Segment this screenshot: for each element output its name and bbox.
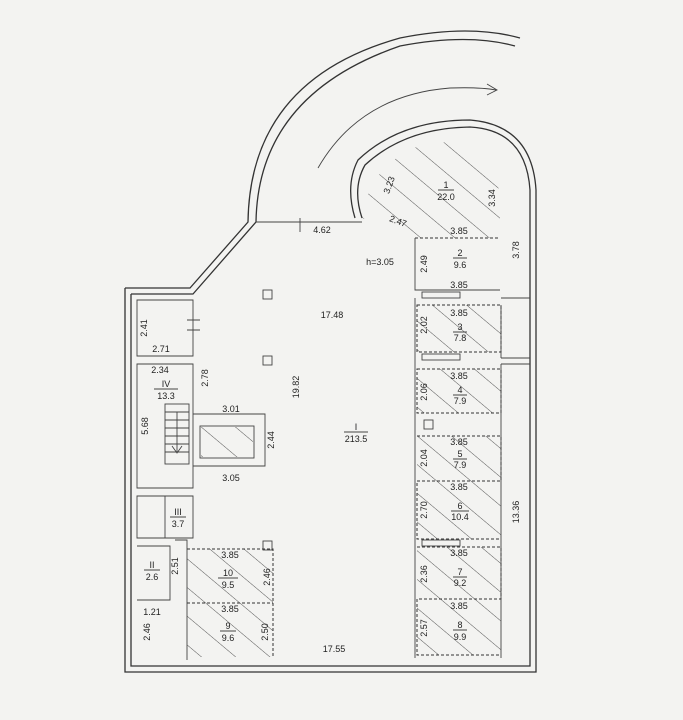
dim-2-34: 2.34 [151,365,169,375]
dim-17-55: 17.55 [323,644,346,654]
dim-2-51: 2.51 [170,557,180,575]
dim-3-85-d: 3.85 [450,371,468,381]
dim-13-36: 13.36 [511,501,521,524]
dim-2-78: 2.78 [200,369,210,387]
interior-walls [136,237,530,660]
room-4-area: 7.9 [454,396,467,406]
dim-3-85-f: 3.85 [450,482,468,492]
dim-2-70: 2.70 [419,501,429,519]
dim-2-44: 2.44 [266,431,276,449]
room-6-number: 6 [457,501,462,511]
room-10-number: 10 [223,568,233,578]
dim-3-85-j: 3.85 [450,601,468,611]
dim-3-85-h: 3.85 [221,550,239,560]
hatched-areas [187,141,501,657]
dim-2-46-b: 2.46 [142,623,152,641]
dim-3-78: 3.78 [511,241,521,259]
room-II-area: 2.6 [146,572,159,582]
dim-3-85-a: 3.85 [450,226,468,236]
room-labels: 1 22.0 2 9.6 3 7.8 4 7.9 5 7.9 6 10.4 7 … [146,180,469,643]
ceiling-height-note: h=3.05 [366,257,394,267]
dim-3-85-g: 3.85 [450,548,468,558]
dim-5-68: 5.68 [140,417,150,435]
dim-2-02: 2.02 [419,316,429,334]
room-I-area: 213.5 [345,434,368,444]
dim-2-50: 2.50 [260,623,270,641]
room-number-underlines [144,189,469,632]
dim-3-85-i: 3.85 [221,604,239,614]
dim-3-34: 3.34 [487,189,497,207]
room-5-number: 5 [457,449,462,459]
room-6-area: 10.4 [451,512,469,522]
dim-1-21: 1.21 [143,607,161,617]
dim-3-05: 3.05 [222,473,240,483]
dim-2-71: 2.71 [152,344,170,354]
room-5-area: 7.9 [454,460,467,470]
room-3-number: 3 [457,322,462,332]
room-9-number: 9 [225,621,230,631]
dim-2-46-a: 2.46 [262,568,272,586]
room-1-number: 1 [443,180,448,190]
room-3-area: 7.8 [454,333,467,343]
room-7-area: 9.2 [454,578,467,588]
dim-2-49: 2.49 [419,255,429,273]
dim-19-82: 19.82 [291,376,301,399]
dim-17-48: 17.48 [321,310,344,320]
dim-3-85-e: 3.85 [450,437,468,447]
room-I-number: I [355,422,358,432]
staircase [164,403,253,465]
room-III-number: III [174,507,182,517]
dim-3-85-b: 3.85 [450,280,468,290]
dim-3-01: 3.01 [222,404,240,414]
room-4-number: 4 [457,385,462,395]
dim-2-04: 2.04 [419,449,429,467]
dim-4-62: 4.62 [313,225,331,235]
dim-2-41: 2.41 [139,319,149,337]
room-2-area: 9.6 [454,260,467,270]
room-1-area: 22.0 [437,192,455,202]
room-10-area: 9.5 [222,580,235,590]
dim-2-06: 2.06 [419,383,429,401]
room-III-area: 3.7 [172,519,185,529]
room-7-number: 7 [457,567,462,577]
ramp-arrow [317,83,498,169]
room-9-area: 9.6 [222,633,235,643]
dim-2-36: 2.36 [419,565,429,583]
room-IV-area: 13.3 [157,391,175,401]
dim-3-85-c: 3.85 [450,308,468,318]
room-2-number: 2 [457,248,462,258]
room-8-number: 8 [457,620,462,630]
dim-2-57: 2.57 [419,619,429,637]
room-8-area: 9.9 [454,632,467,642]
room-II-number: II [149,560,154,570]
outer-walls [124,30,537,673]
room-IV-number: IV [162,379,171,389]
